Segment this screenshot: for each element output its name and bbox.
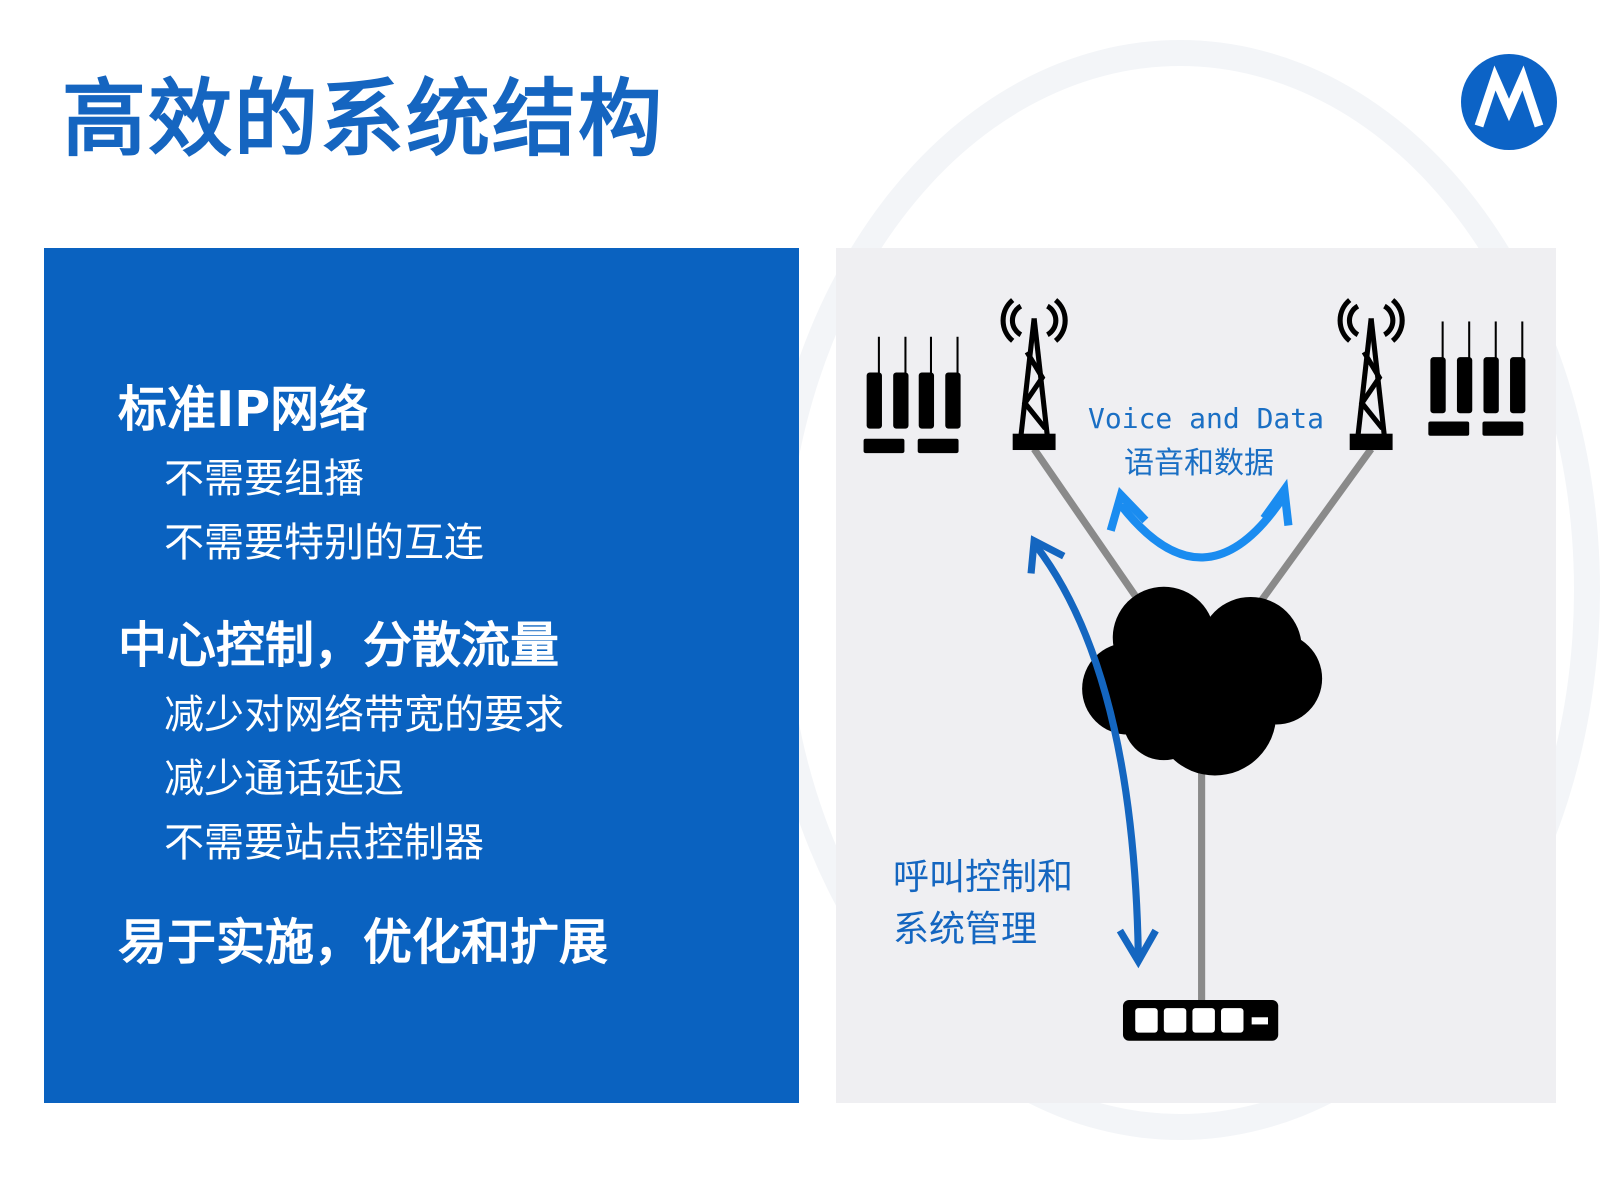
feature-panel: 标准IP网络 不需要组播 不需要特别的互连 中心控制，分散流量 减少对网络带宽的… — [44, 248, 799, 1103]
radios-icon-right — [1428, 321, 1526, 436]
radios-icon-left — [863, 336, 961, 454]
switch-icon — [1122, 999, 1279, 1041]
heading-easy-deploy: 易于实施，优化和扩展 — [118, 914, 609, 971]
item: 减少对网络带宽的要求 — [164, 692, 564, 738]
item: 不需要特别的互连 — [164, 520, 484, 566]
heading-central-control: 中心控制，分散流量 — [118, 617, 560, 674]
voice-data-label-zh: 语音和数据 — [1124, 446, 1274, 481]
tower-icon-right — [1337, 298, 1405, 438]
heading-standard-ip: 标准IP网络 — [118, 381, 369, 438]
cloud-icon — [1082, 586, 1323, 776]
page-title: 高效的系统结构 — [62, 70, 665, 168]
item: 减少通话延迟 — [164, 756, 404, 802]
tower-icon-left — [1000, 298, 1068, 438]
system-management-label: 系统管理 — [893, 909, 1038, 950]
item: 不需要站点控制器 — [164, 820, 484, 866]
voice-data-label-en: Voice and Data — [1088, 402, 1325, 435]
item: 不需要组播 — [164, 456, 364, 502]
tower-base — [1349, 433, 1393, 451]
call-control-label: 呼叫控制和 — [893, 857, 1074, 898]
motorola-logo-icon — [1461, 54, 1557, 150]
network-diagram: Voice and Data 语音和数据 呼叫控制和 系统管理 — [836, 248, 1556, 1103]
voice-data-arrow — [1106, 478, 1293, 562]
tower-base — [1012, 433, 1056, 451]
network-links — [1031, 446, 1375, 1006]
call-control-arrow — [1027, 535, 1159, 969]
